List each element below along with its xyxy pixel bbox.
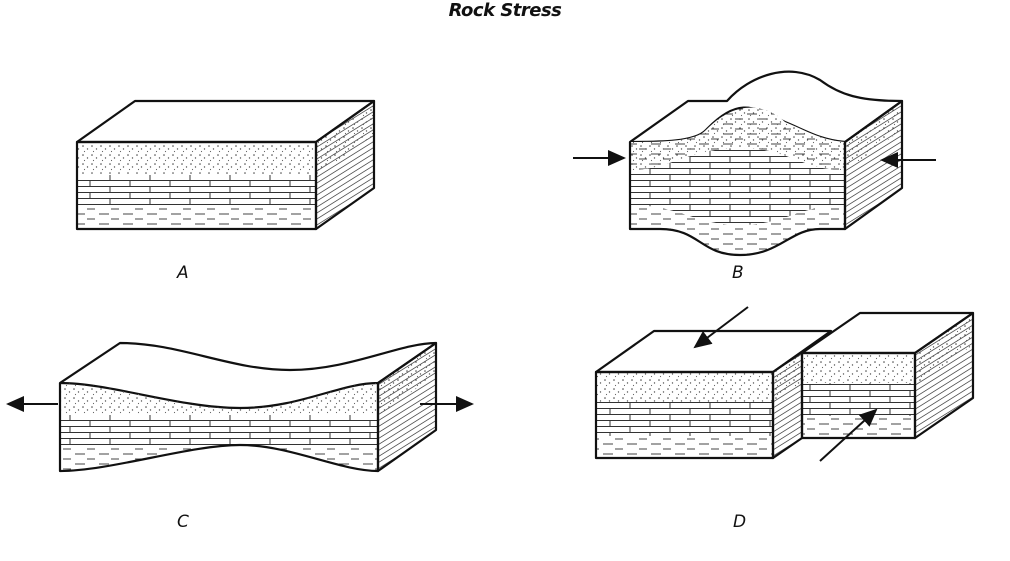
panel-d-right-sandstone [802,353,915,383]
panel-c-block [58,341,438,473]
panel-c-sandstone-layer [60,383,378,415]
panel-b-label: B [732,263,744,283]
panel-a-shale-layer [77,205,316,229]
panel-b-sandstone-layer [630,107,845,170]
panel-b-limestone-layer [630,148,845,225]
panel-d-shear-arrow-bottom [819,408,878,462]
panel-d-right-limestone [802,383,915,416]
panel-d-shear-arrow-top [693,306,749,349]
panel-a-block [75,99,376,231]
panel-c-label: C [177,512,189,532]
panel-b-block [628,70,904,257]
diagram-title: Rock Stress [448,0,562,21]
panel-d-left-block [594,329,833,460]
panel-d-left-limestone [596,402,773,436]
panel-c-limestone-layer [60,415,378,445]
panel-d-label: D [733,512,746,532]
panel-a-label: A [176,263,189,283]
panel-c-shale-layer [60,445,378,471]
panel-d-right-block [800,311,975,440]
panel-a-sandstone-layer [77,142,316,175]
panel-d-left-shale [596,436,773,458]
panel-d-left-sandstone [596,372,773,402]
panel-a-limestone-layer [77,175,316,205]
